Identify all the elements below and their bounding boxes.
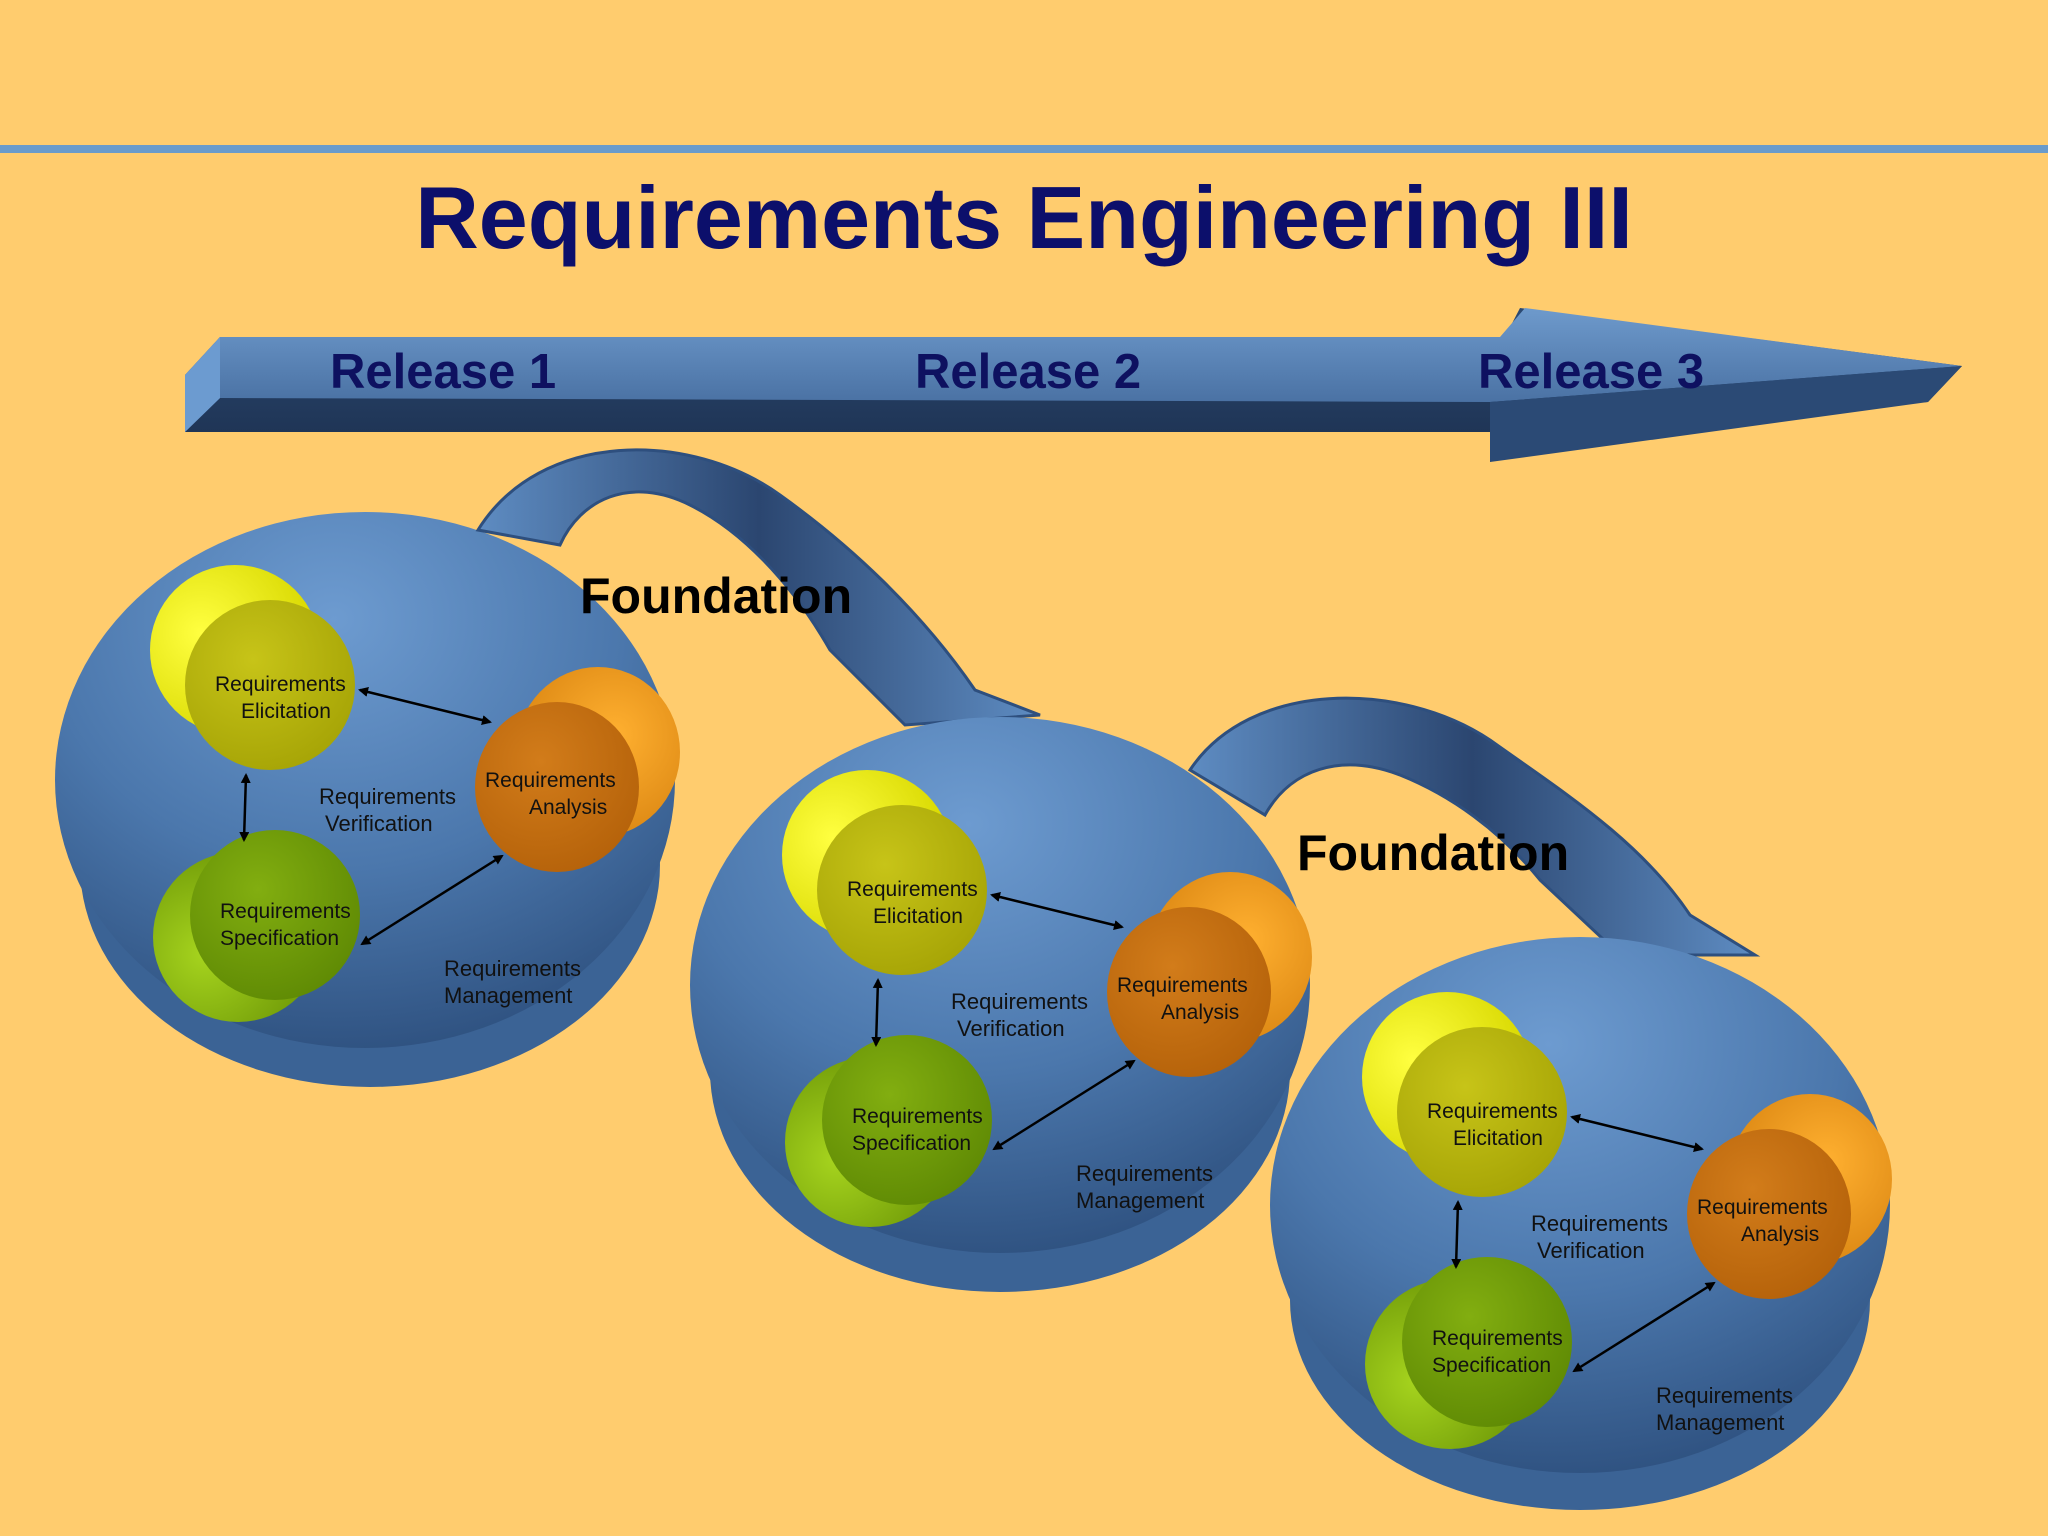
header-rule <box>0 145 2048 153</box>
release-1-label: Release 1 <box>330 345 556 399</box>
page-title: Requirements Engineering III <box>415 168 1633 267</box>
release-2-label: Release 2 <box>915 345 1141 399</box>
foundation-label-2: Foundation <box>1297 825 1569 881</box>
foundation-label-1: Foundation <box>580 568 852 624</box>
release-3-label: Release 3 <box>1478 345 1704 399</box>
